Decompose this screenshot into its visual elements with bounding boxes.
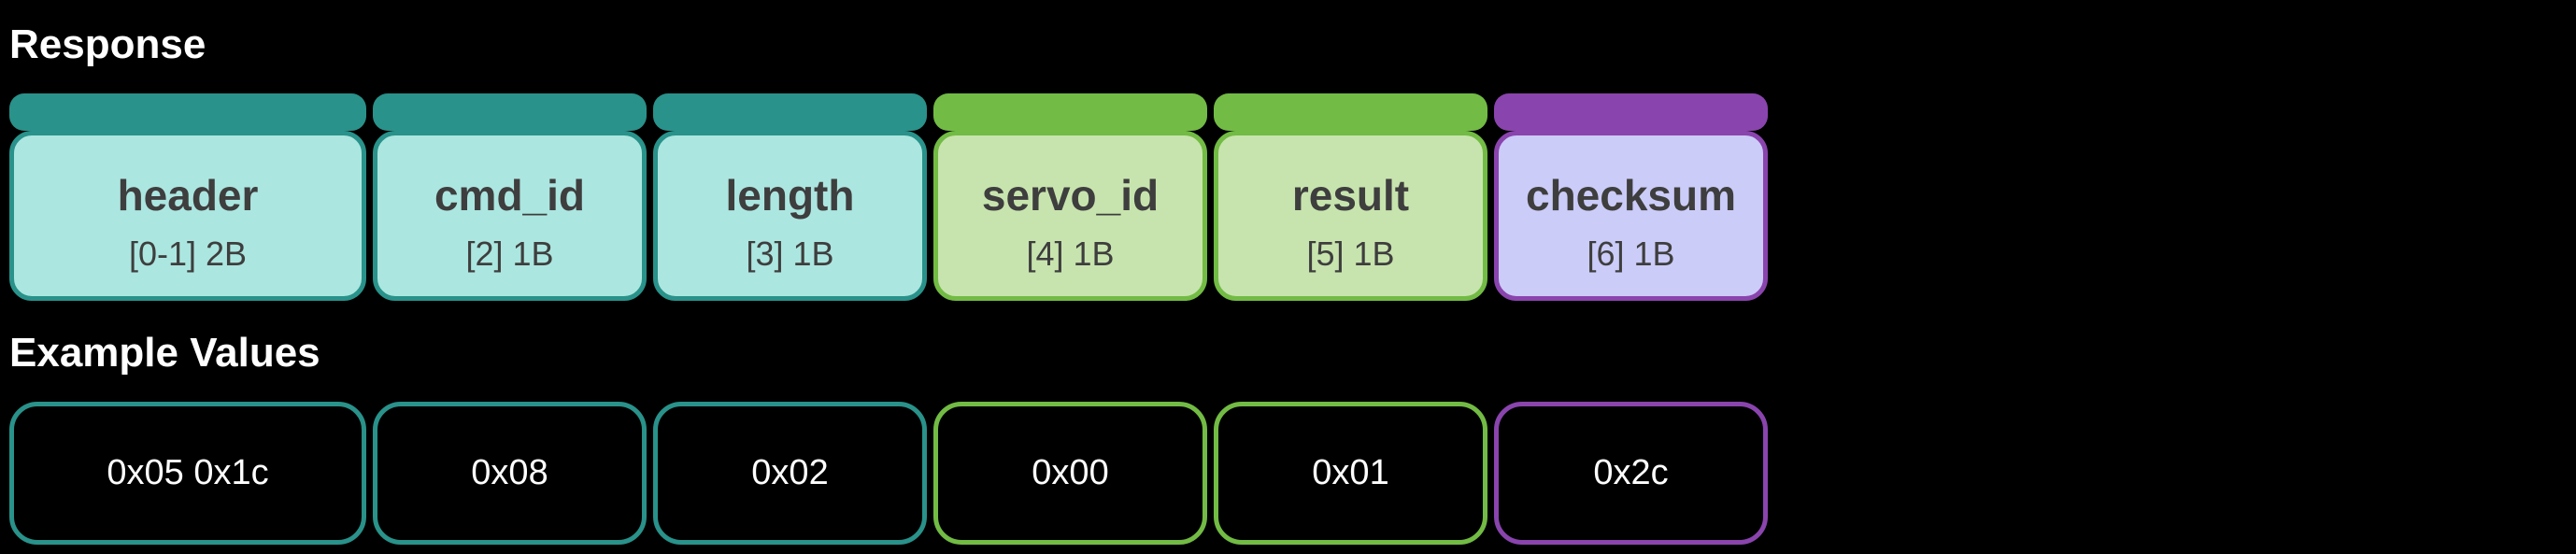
field-bytes: [2] 1B	[465, 234, 554, 273]
packet-field-servo-id: servo_id [4] 1B	[933, 92, 1207, 301]
field-cap	[933, 92, 1207, 131]
field-cap	[373, 92, 647, 131]
field-box: result [5] 1B	[1214, 130, 1487, 301]
packet-field-result: result [5] 1B	[1214, 92, 1487, 301]
field-cap	[653, 92, 927, 131]
example-value-text: 0x00	[1032, 453, 1109, 493]
field-box: servo_id [4] 1B	[933, 130, 1207, 301]
example-values-row: 0x05 0x1c 0x08 0x02 0x00 0x01 0x2c	[9, 401, 2576, 545]
response-title: Response	[9, 21, 206, 67]
field-bytes: [6] 1B	[1587, 234, 1675, 273]
field-bytes: [5] 1B	[1306, 234, 1395, 273]
field-label: length	[725, 170, 855, 220]
field-box: cmd_id [2] 1B	[373, 130, 647, 301]
field-label: checksum	[1525, 170, 1736, 220]
example-value-box-servo-id: 0x00	[933, 401, 1207, 545]
packet-structure-row: header [0-1] 2B cmd_id [2] 1B length [3]…	[9, 92, 2576, 301]
example-value-text: 0x08	[471, 453, 548, 493]
field-cap	[1214, 92, 1487, 131]
field-cap	[1494, 92, 1768, 131]
packet-field-checksum: checksum [6] 1B	[1494, 92, 1768, 301]
field-bytes: [0-1] 2B	[128, 234, 248, 273]
packet-field-header: header [0-1] 2B	[9, 92, 366, 301]
example-value-text: 0x02	[751, 453, 829, 493]
example-value-box-result: 0x01	[1214, 401, 1487, 545]
example-value-box-cmd-id: 0x08	[373, 401, 647, 545]
field-label: servo_id	[981, 170, 1160, 220]
example-value-box-header: 0x05 0x1c	[9, 401, 366, 545]
field-bytes: [3] 1B	[746, 234, 834, 273]
field-cap	[9, 92, 366, 131]
example-value-text: 0x01	[1312, 453, 1389, 493]
field-box: checksum [6] 1B	[1494, 130, 1768, 301]
example-value-box-length: 0x02	[653, 401, 927, 545]
example-value-text: 0x2c	[1593, 453, 1669, 493]
field-box: length [3] 1B	[653, 130, 927, 301]
example-values-title: Example Values	[9, 329, 320, 376]
example-value-box-checksum: 0x2c	[1494, 401, 1768, 545]
example-value-text: 0x05 0x1c	[107, 453, 269, 493]
packet-field-length: length [3] 1B	[653, 92, 927, 301]
field-bytes: [4] 1B	[1026, 234, 1115, 273]
field-label: header	[117, 170, 259, 220]
field-box: header [0-1] 2B	[9, 130, 366, 301]
field-label: cmd_id	[434, 170, 586, 220]
packet-field-cmd-id: cmd_id [2] 1B	[373, 92, 647, 301]
field-label: result	[1291, 170, 1410, 220]
